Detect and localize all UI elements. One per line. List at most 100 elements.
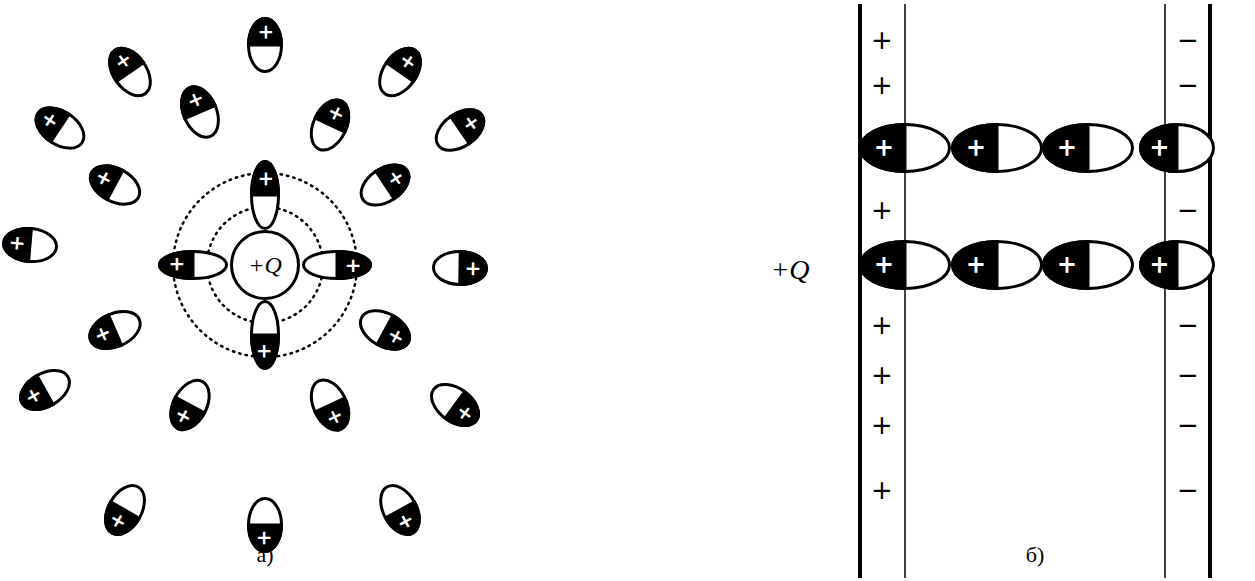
dipole-outline	[953, 125, 1042, 172]
plate-charge-sign: +	[871, 477, 893, 503]
dipole-positive-half	[386, 41, 428, 82]
charge-sign: +	[8, 233, 26, 254]
dipole-outline	[304, 374, 356, 436]
dipole-positive-half	[315, 94, 356, 132]
dipole: +	[859, 240, 951, 290]
dipole-outline	[354, 303, 416, 357]
charge-sign: +	[1149, 253, 1169, 277]
dipole-outline	[2, 226, 58, 263]
dipole: +	[427, 99, 494, 160]
dipole-shape	[369, 39, 431, 106]
plate-charge-sign: +	[871, 362, 893, 388]
charge-sign: +	[966, 253, 986, 277]
dipole: +	[158, 250, 228, 280]
plate-line	[1164, 4, 1166, 578]
dipole-outline	[101, 41, 158, 103]
dipole-positive-half	[445, 392, 486, 434]
dipole-positive-half	[861, 125, 905, 172]
plate-charge-sign: +	[871, 27, 893, 53]
plate-line	[1208, 4, 1212, 578]
plate-line	[904, 4, 906, 578]
dipole: +	[1042, 240, 1134, 290]
dipole-outline	[354, 157, 416, 214]
charge-label: +Q	[770, 256, 809, 284]
plate-charge-sign: +	[871, 197, 893, 223]
dipole: +	[95, 477, 154, 543]
plate-charge-sign: −	[1177, 197, 1199, 223]
dipole-positive-half	[1044, 125, 1088, 172]
dipole-positive-half	[377, 315, 416, 357]
dipole-outline	[304, 94, 356, 156]
dipole-positive-half	[174, 81, 215, 118]
dipole-positive-half	[101, 41, 143, 82]
dipole-positive-half	[1141, 242, 1177, 289]
dipole-positive-half	[2, 226, 31, 261]
charge-circle: +Q	[230, 230, 300, 300]
dipole: +	[1042, 123, 1134, 173]
dipole-outline	[429, 101, 491, 158]
dipole: +	[1, 225, 60, 266]
dipole-shape	[859, 240, 951, 290]
dipole-shape	[951, 240, 1043, 290]
dipole: +	[859, 123, 951, 173]
charge-sign: +	[255, 171, 275, 188]
plate-line	[858, 4, 862, 578]
dipole-outline	[373, 479, 427, 541]
dipole: +	[432, 250, 489, 287]
dipole-shape	[161, 372, 219, 438]
charge-sign: +	[255, 343, 275, 360]
dipole-shape	[250, 160, 280, 230]
plate-charge-sign: −	[1177, 477, 1199, 503]
dipole-shape	[12, 361, 78, 420]
dipole: +	[371, 477, 430, 543]
dipole-outline	[1044, 242, 1133, 289]
dipole-shape	[95, 477, 154, 543]
dipole-outline	[163, 374, 217, 436]
dipole-outline	[84, 304, 146, 355]
charge-label: +Q	[248, 253, 282, 277]
charge-sign: +	[345, 255, 362, 275]
dipole: +	[247, 17, 283, 73]
plate-charge-sign: −	[1177, 412, 1199, 438]
dipole-outline	[29, 100, 91, 157]
dipole-shape	[422, 374, 488, 436]
plate-charge-sign: −	[1177, 27, 1199, 53]
dipole-shape	[371, 477, 430, 543]
dipole-positive-half	[953, 242, 997, 289]
dipole: +	[352, 154, 419, 215]
panel-label: б)	[1026, 544, 1045, 566]
dipole: +	[1139, 123, 1215, 173]
dipole-shape	[99, 39, 161, 106]
dipole-positive-half	[1044, 242, 1088, 289]
dipole-outline	[424, 376, 486, 434]
dipole-outline	[98, 479, 153, 541]
dipole-outline	[14, 363, 76, 418]
dipole-outline	[861, 242, 950, 289]
dipole-outline	[1141, 242, 1214, 289]
dipole-outline	[84, 158, 146, 212]
panel-label: а)	[256, 544, 273, 566]
dipole-shape	[859, 123, 951, 173]
charge-sign: +	[255, 24, 275, 41]
dipole-positive-half	[337, 252, 371, 279]
dipole-positive-half	[386, 502, 428, 541]
dipole-outline	[371, 41, 428, 103]
charge-sign: +	[1057, 136, 1077, 160]
dipole-outline	[252, 302, 279, 369]
dipole: +	[302, 92, 358, 158]
dipole-shape	[951, 123, 1043, 173]
dipole-outline	[160, 252, 227, 279]
dipole-shape	[27, 97, 94, 158]
dipole-outline	[174, 81, 225, 143]
dipole: +	[172, 79, 227, 145]
dipole-positive-half	[252, 335, 279, 369]
dipole: +	[161, 372, 219, 438]
dipole-positive-half	[14, 376, 53, 418]
dipole-positive-half	[160, 252, 194, 279]
dipole-positive-half	[249, 18, 282, 45]
dipole-outline	[861, 125, 950, 172]
dipole: +	[422, 374, 488, 436]
dipole-positive-half	[29, 100, 69, 142]
dipole: +	[1139, 240, 1215, 290]
